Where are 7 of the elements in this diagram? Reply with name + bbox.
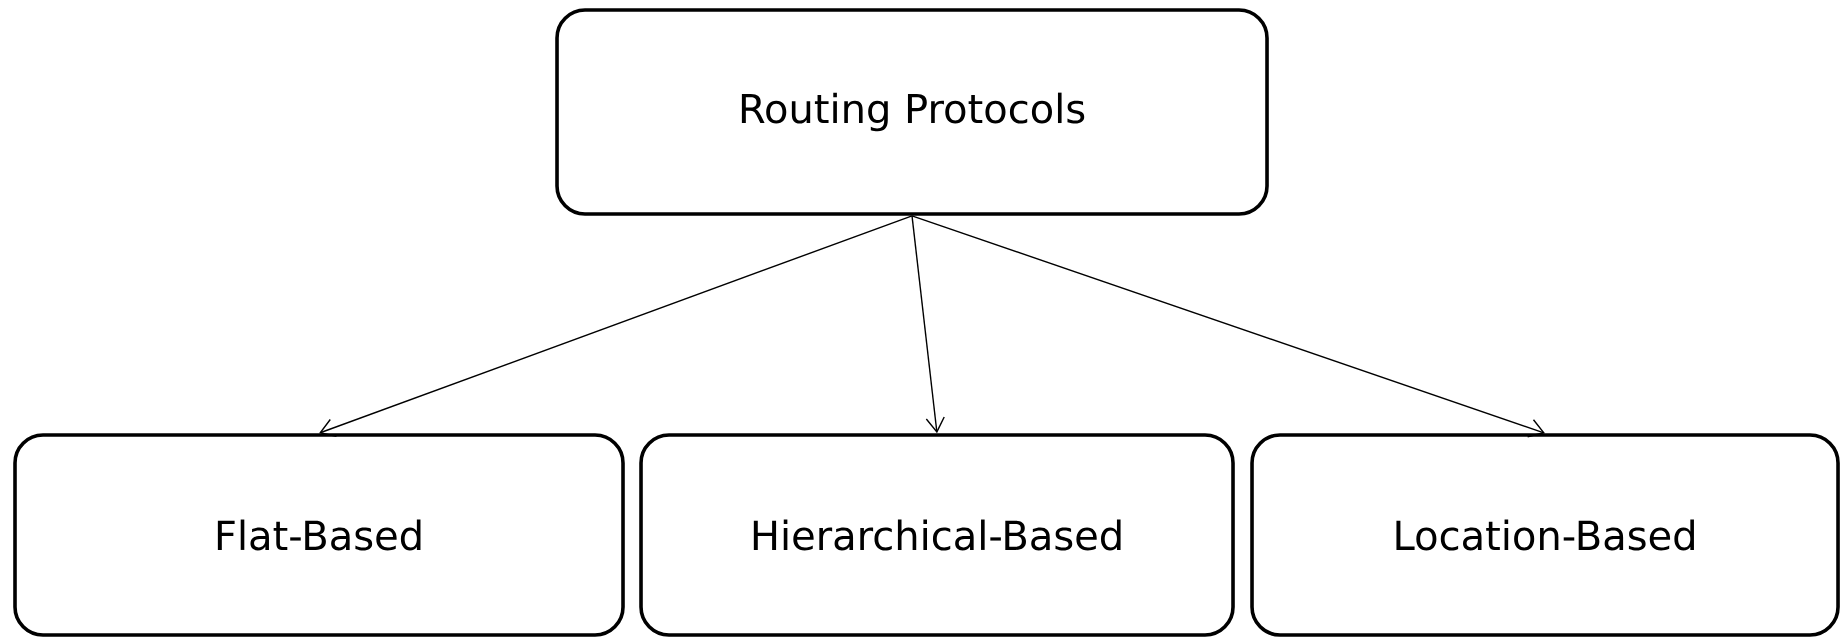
- category-box: Hierarchical-Based: [639, 433, 1235, 637]
- category-box: Flat-Based: [13, 433, 625, 637]
- category-box: Routing Protocols: [555, 8, 1269, 216]
- category-box: Location-Based: [1250, 433, 1840, 637]
- arrow: [911, 215, 945, 434]
- arrow: [911, 215, 1546, 438]
- arrow: [319, 215, 913, 438]
